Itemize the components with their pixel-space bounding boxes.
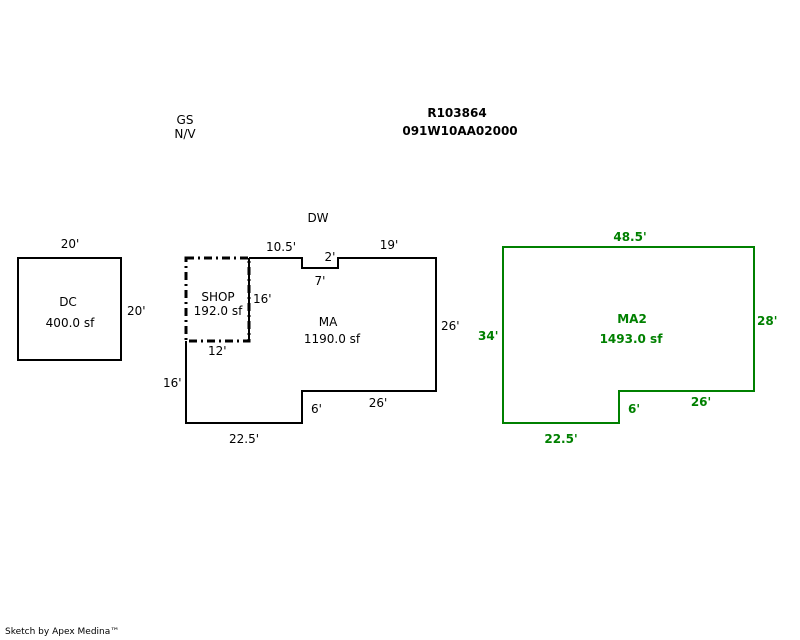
shop-code: SHOP xyxy=(201,290,235,304)
gs-label: GS xyxy=(176,113,194,127)
ma-dim-step: 6' xyxy=(311,402,322,416)
gs-value: N/V xyxy=(174,127,196,141)
footer-credit: Sketch by Apex Medina™ xyxy=(5,627,120,637)
dc-dim-right: 20' xyxy=(127,304,146,318)
ma-area: 1190.0 sf xyxy=(303,332,361,346)
shop-outline xyxy=(184,256,251,343)
ma-code: MA xyxy=(318,315,338,329)
ma2-area: 1493.0 sf xyxy=(599,332,663,346)
ma2-dim-top: 48.5' xyxy=(613,230,647,244)
ma2-dim-bottom-right: 26' xyxy=(690,395,712,409)
ma-dim-right: 26' xyxy=(441,319,460,333)
ma2-code: MA2 xyxy=(617,312,647,326)
ma2-dim-bottom-left: 22.5' xyxy=(544,432,578,446)
ma-dim-notch-top: 2' xyxy=(324,250,336,264)
ma-dim-bottom-right: 26' xyxy=(368,396,388,410)
ma2-outline xyxy=(502,246,755,424)
ma2-dim-step: 6' xyxy=(628,402,641,416)
ma2-dim-right: 28' xyxy=(757,314,778,328)
dc-dim-top: 20' xyxy=(60,237,80,251)
dc-area: 400.0 sf xyxy=(45,316,95,330)
shop-dim-bottom: 12' xyxy=(208,344,227,358)
dc-outline xyxy=(17,257,122,361)
map-taxlot: 091W10AA02000 xyxy=(402,124,518,138)
ma-dim-notch-bottom: 7' xyxy=(314,274,326,288)
dc-code: DC xyxy=(59,295,77,309)
shop-area: 192.0 sf xyxy=(193,304,243,318)
ma-outline xyxy=(185,257,437,424)
ma2-dim-left: 34' xyxy=(478,329,499,343)
shop-dim-right: 16' xyxy=(253,292,272,306)
ma-dim-left: 16' xyxy=(163,376,182,390)
dw-label: DW xyxy=(307,211,329,225)
ma-dim-bottom-left: 22.5' xyxy=(228,432,260,446)
ma-dim-top-left: 10.5' xyxy=(265,240,297,254)
parcel-id: R103864 xyxy=(427,106,487,120)
ma-dim-top-right: 19' xyxy=(379,238,399,252)
